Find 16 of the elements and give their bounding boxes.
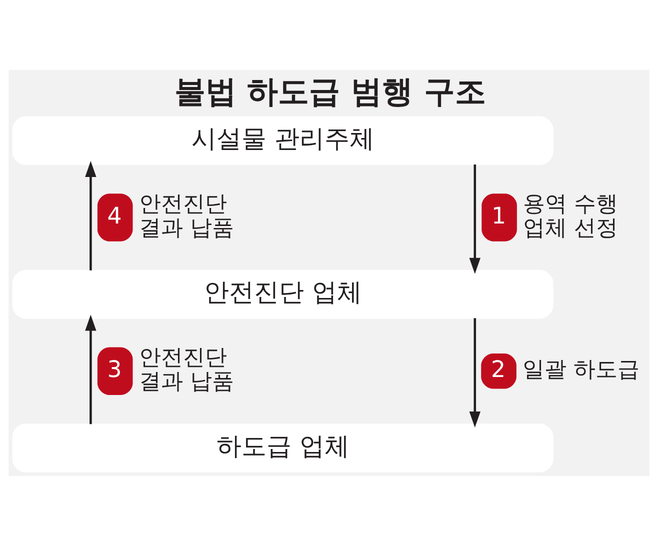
diagram-title: 불법 하도급 범행 구조 (174, 74, 486, 110)
node-box: 안전진단 업체 (12, 270, 554, 319)
node-box: 하도급 업체 (12, 424, 554, 472)
node-box: 시설물 관리주체 (12, 116, 554, 166)
arrow (469, 318, 480, 428)
edge-label: 안전진단 결과 납품 (138, 192, 234, 241)
edge-label: 일괄 하도급 (522, 358, 640, 383)
arrow (469, 164, 480, 274)
label: 4 (107, 203, 122, 230)
arrow (85, 161, 96, 270)
label: 3 (107, 356, 122, 383)
arrow (85, 314, 96, 424)
edge-label: 용역 수행 업체 선정 (523, 192, 618, 241)
label: 1 (492, 203, 506, 230)
label: 2 (490, 356, 506, 383)
edge-label: 안전진단 결과 납품 (138, 346, 234, 395)
